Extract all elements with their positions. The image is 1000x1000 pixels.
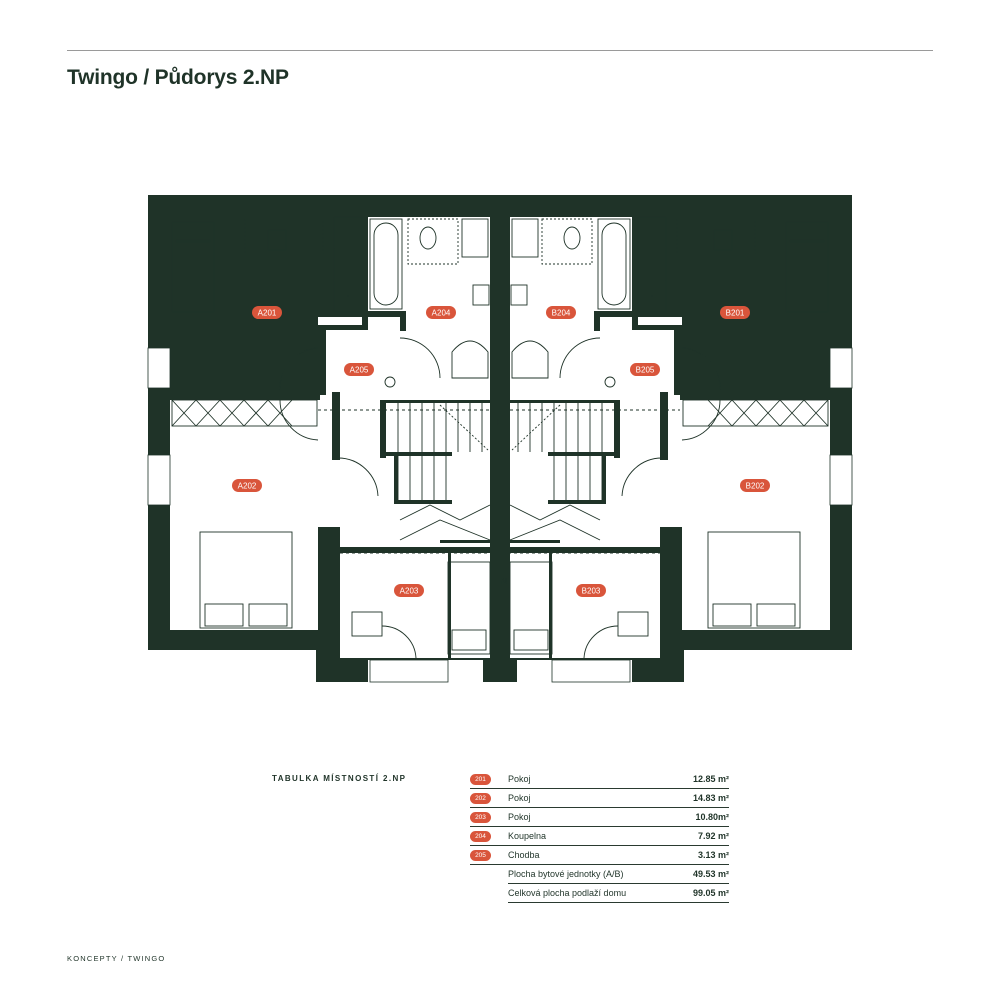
room-number-pill: 201 xyxy=(470,774,491,785)
svg-text:B202: B202 xyxy=(746,482,765,491)
total-area: 99.05 m² xyxy=(677,883,729,903)
room-area: 12.85 m² xyxy=(677,770,729,789)
stair-letter-bottom: N xyxy=(501,576,508,586)
room-area: 7.92 m² xyxy=(677,826,729,846)
room-area: 10.80m² xyxy=(677,807,729,827)
total-name: Celková plocha podlaží domu xyxy=(508,883,678,903)
room-name: Pokoj xyxy=(508,807,678,827)
page-title: Twingo / Půdorys 2.NP xyxy=(67,66,289,89)
svg-text:A202: A202 xyxy=(238,482,257,491)
room-number-pill: 204 xyxy=(470,831,491,842)
table-row: 204 Koupelna 7.92 m² xyxy=(470,826,729,846)
room-number-pill: 203 xyxy=(470,812,491,823)
room-name: Pokoj xyxy=(508,788,678,808)
room-badge-a205: A205 xyxy=(344,363,374,376)
svg-text:A205: A205 xyxy=(350,366,369,375)
svg-text:A204: A204 xyxy=(432,309,451,318)
walls xyxy=(148,195,852,682)
total-area: 49.53 m² xyxy=(677,864,729,884)
table-total-row: Plocha bytové jednotky (A/B) 49.53 m² xyxy=(470,864,729,884)
furniture xyxy=(171,216,829,659)
room-name: Koupelna xyxy=(508,826,678,846)
room-badge-a202: A202 xyxy=(232,479,262,492)
room-number-pill: 205 xyxy=(470,850,491,861)
svg-text:B203: B203 xyxy=(582,587,601,596)
room-badge-b201: B201 xyxy=(720,306,750,319)
room-area: 14.83 m² xyxy=(677,788,729,808)
top-rule xyxy=(67,50,933,51)
windows xyxy=(147,347,853,683)
room-badge-b204: B204 xyxy=(546,306,576,319)
table-row: 202 Pokoj 14.83 m² xyxy=(470,788,729,808)
room-number-pill: 202 xyxy=(470,793,491,804)
total-name: Plocha bytové jednotky (A/B) xyxy=(508,864,678,884)
room-badge-a204: A204 xyxy=(426,306,456,319)
room-badge-b205: B205 xyxy=(630,363,660,376)
svg-text:B201: B201 xyxy=(726,309,745,318)
room-badge-a203: A203 xyxy=(394,584,424,597)
table-row: 201 Pokoj 12.85 m² xyxy=(470,770,729,789)
room-table: 201 Pokoj 12.85 m² 202 Pokoj 14.83 m² 20… xyxy=(470,770,729,903)
table-row: 203 Pokoj 10.80m² xyxy=(470,807,729,827)
room-name: Pokoj xyxy=(508,770,678,789)
footer: KONCEPTY / TWINGO xyxy=(67,954,166,963)
svg-text:A203: A203 xyxy=(400,587,419,596)
table-row: 205 Chodba 3.13 m² xyxy=(470,845,729,865)
stair-letter-top: E xyxy=(497,417,503,427)
room-badge-b203: B203 xyxy=(576,584,606,597)
room-badge-b202: B202 xyxy=(740,479,770,492)
svg-text:B205: B205 xyxy=(636,366,655,375)
svg-text:B204: B204 xyxy=(552,309,571,318)
room-table-title: TABULKA MÍSTNOSTÍ 2.NP xyxy=(272,774,407,783)
room-name: Chodba xyxy=(508,845,678,865)
room-area: 3.13 m² xyxy=(677,845,729,865)
svg-text:A201: A201 xyxy=(258,309,277,318)
table-total-row: Celková plocha podlaží domu 99.05 m² xyxy=(470,883,729,903)
room-badge-a201: A201 xyxy=(252,306,282,319)
